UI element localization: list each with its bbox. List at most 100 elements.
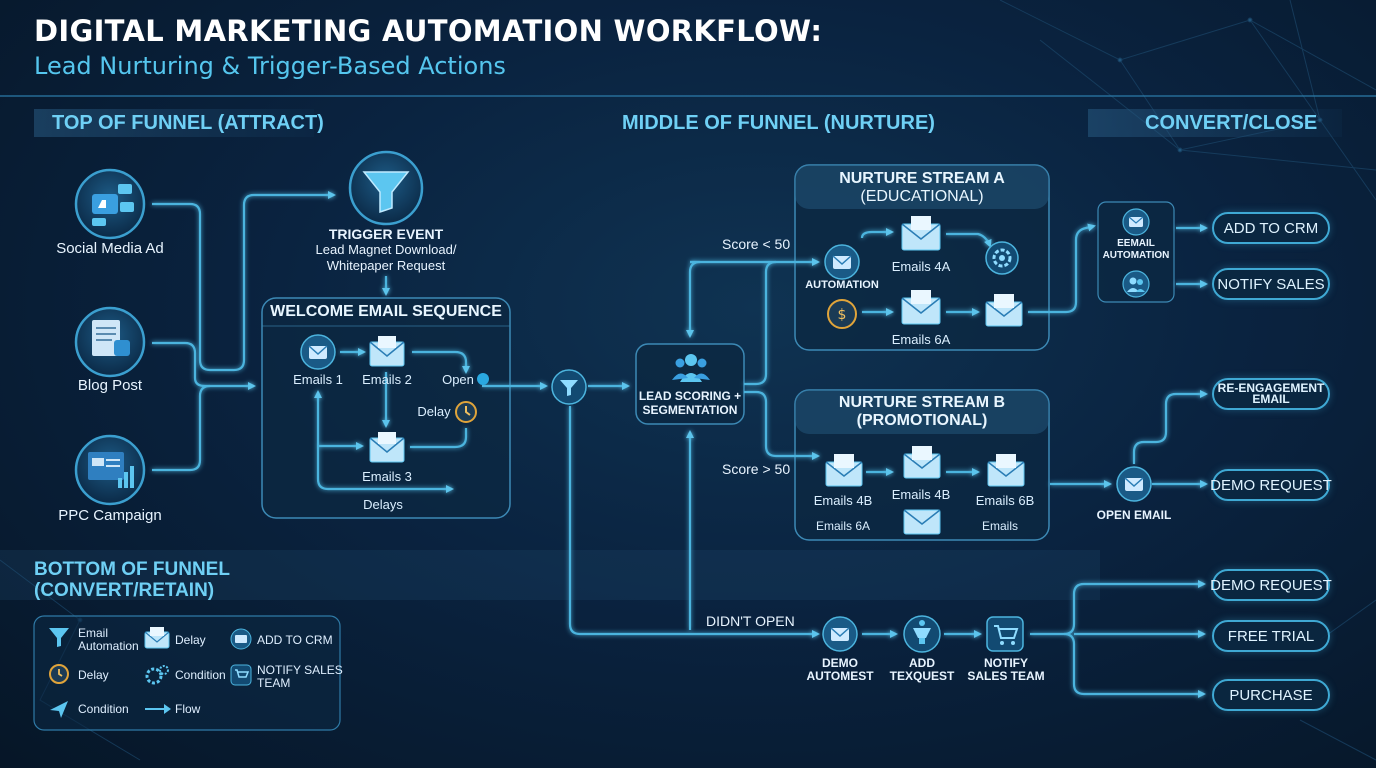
legend-box xyxy=(33,615,341,731)
envelope-icon xyxy=(902,444,942,485)
convert-header: CONVERT/CLOSE xyxy=(1145,112,1318,134)
email-automation-line2: AUTOMATION xyxy=(1102,250,1170,261)
trigger-title: TRIGGER EVENT xyxy=(328,226,444,242)
clock-icon xyxy=(454,400,478,429)
source-label: Blog Post xyxy=(77,377,143,394)
lead-scoring-line1: LEAD SCORING + xyxy=(638,389,742,403)
page-title: DIGITAL MARKETING AUTOMATION WORKFLOW: xyxy=(34,14,823,48)
bottom-demo-line1: DEMO xyxy=(822,656,858,670)
email-automation-line1: EEMAIL xyxy=(1117,238,1155,249)
demo-request-button[interactable]: DEMO REQUEST xyxy=(1210,469,1332,501)
envelope-icon xyxy=(824,452,864,493)
open-email-label: OPEN EMAIL xyxy=(1096,508,1172,522)
top-funnel-header-bar xyxy=(34,109,314,137)
filter-icon xyxy=(550,368,588,411)
legend-flow: Flow xyxy=(175,702,201,716)
envelope-icon xyxy=(368,334,406,373)
cart-icon xyxy=(230,664,252,691)
middle-funnel-header: MIDDLE OF FUNNEL (NURTURE) xyxy=(622,112,935,134)
welcome-title: WELCOME EMAIL SEQUENCE xyxy=(270,303,502,320)
trigger-line2: Whitepaper Request xyxy=(326,258,446,273)
top-funnel-header: TOP OF FUNNEL (ATTRACT) xyxy=(52,112,324,134)
envelope-icon xyxy=(144,626,170,655)
didnt-open-label: DIDN'T OPEN xyxy=(706,613,795,629)
emails-label: Emails xyxy=(981,519,1018,533)
envelope-icon xyxy=(986,452,1026,493)
legend-delay2: Delay xyxy=(78,668,109,682)
outcome-demo-request-button[interactable]: DEMO REQUEST xyxy=(1210,569,1332,601)
notify-sales-button[interactable]: NOTIFY SALES xyxy=(1212,268,1330,300)
arrow-right-icon xyxy=(144,702,172,721)
gear-icon xyxy=(144,663,170,692)
email-icon xyxy=(300,334,336,375)
stream-b-title2: (PROMOTIONAL) xyxy=(856,412,988,429)
envelope-icon xyxy=(368,430,406,469)
users-icon xyxy=(672,350,710,389)
bottom-notify-line2: SALES TEAM xyxy=(967,669,1045,683)
delay-label: Delay xyxy=(417,404,451,419)
emails4a-label: Emails 4A xyxy=(891,259,951,274)
svg-text:$: $ xyxy=(838,307,847,323)
open-indicator-icon xyxy=(476,372,490,391)
bottom-demo-line2: AUTOMEST xyxy=(806,669,874,683)
clock-icon xyxy=(48,663,70,690)
users-icon xyxy=(1122,270,1150,303)
automation-label: AUTOMATION xyxy=(805,279,879,291)
email-icon xyxy=(1116,466,1152,507)
blog-post-icon xyxy=(68,306,152,383)
envelope-icon xyxy=(900,214,942,257)
email-icon xyxy=(230,628,252,655)
stream-a-title1: NURTURE STREAM A xyxy=(839,170,1005,187)
bottom-add-line2: TEXQUEST xyxy=(889,669,955,683)
delays-label: Delays xyxy=(363,497,403,512)
emails6b-label: Emails 6B xyxy=(975,493,1035,508)
email-icon xyxy=(1122,208,1150,241)
envelope-icon xyxy=(900,288,942,331)
emails6a-label: Emails 6A xyxy=(891,332,951,347)
outcome-free-trial-button[interactable]: FREE TRIAL xyxy=(1212,620,1330,652)
stream-a-title2: (EDUCATIONAL) xyxy=(860,188,984,205)
score-high-label: Score > 50 xyxy=(722,461,791,477)
ppc-campaign-icon xyxy=(68,434,152,511)
stream-a-box xyxy=(794,164,1050,351)
add-to-crm-button[interactable]: ADD TO CRM xyxy=(1212,212,1330,244)
add-request-icon xyxy=(902,614,942,659)
legend-delay1: Delay xyxy=(175,633,206,647)
bottom-add-line1: ADD xyxy=(909,656,935,670)
reengagement-email-button[interactable]: RE-ENGAGEMENT EMAIL xyxy=(1212,378,1330,410)
source-label: PPC Campaign xyxy=(58,507,162,524)
legend-condition1: Condition xyxy=(175,668,226,682)
settings-icon xyxy=(984,240,1020,281)
send-icon xyxy=(48,698,70,725)
legend-add-to-crm: ADD TO CRM xyxy=(257,633,333,647)
cart-icon xyxy=(986,616,1024,657)
stream-b-title1: NURTURE STREAM B xyxy=(838,394,1006,411)
emails2-label: Emails 2 xyxy=(362,372,412,387)
emails6a-b-label: Emails 6A xyxy=(815,519,871,533)
emails4b-label: Emails 4B xyxy=(891,487,951,502)
convert-header-bar xyxy=(1088,109,1342,137)
legend-notify-sales: NOTIFY SALES TEAM xyxy=(257,663,343,690)
open-label: Open xyxy=(442,372,474,387)
dollar-timer-icon: $ xyxy=(826,298,858,335)
source-label: Social Media Ad xyxy=(56,240,164,257)
bottom-notify-line1: NOTIFY xyxy=(984,656,1028,670)
outcome-purchase-button[interactable]: PURCHASE xyxy=(1212,679,1330,711)
emails4b-label: Emails 4B xyxy=(813,493,873,508)
funnel-icon xyxy=(46,624,72,655)
score-low-label: Score < 50 xyxy=(722,236,791,252)
legend-email-automation: Email Automation xyxy=(78,626,139,653)
envelope-icon xyxy=(984,292,1024,333)
emails1-label: Emails 1 xyxy=(293,372,343,387)
email-icon xyxy=(822,616,858,657)
envelope-icon xyxy=(902,502,942,541)
legend-condition2: Condition xyxy=(78,702,129,716)
trigger-line1: Lead Magnet Download/ xyxy=(315,242,457,257)
funnel-icon xyxy=(340,150,432,231)
page-subtitle: Lead Nurturing & Trigger-Based Actions xyxy=(34,52,506,80)
lead-scoring-line2: SEGMENTATION xyxy=(642,403,738,417)
social-media-ad-icon xyxy=(68,168,152,245)
bottom-funnel-header: BOTTOM OF FUNNEL (CONVERT/RETAIN) xyxy=(34,559,230,601)
